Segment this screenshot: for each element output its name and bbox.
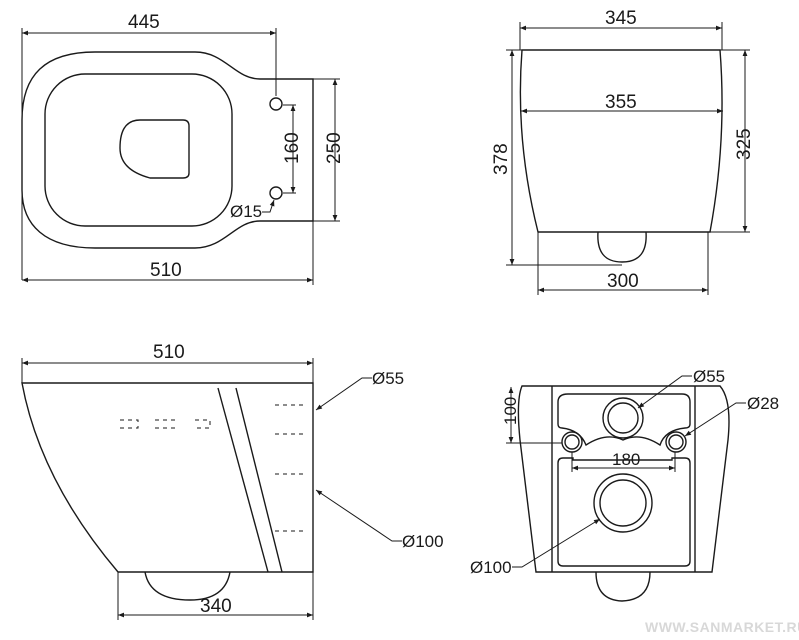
front-view-outline	[519, 49, 723, 233]
front-view-bowl-bottom	[597, 231, 647, 263]
leader-line	[315, 489, 402, 542]
top-view-bowl-rim	[44, 73, 233, 227]
dim-inlet-diameter: Ø55	[372, 369, 404, 388]
rear-view-lower-recess	[557, 457, 691, 567]
rear-view-outline	[517, 385, 730, 573]
side-view-seam	[235, 387, 283, 573]
side-view-bowl-bottom	[144, 571, 231, 601]
dim-250: 250	[324, 132, 345, 164]
outlet-hole-inner	[599, 479, 647, 527]
dim-160: 160	[282, 132, 303, 164]
outlet-hole-icon	[593, 473, 653, 533]
top-view-bowl-opening	[119, 119, 190, 179]
leader-line	[315, 377, 372, 411]
bolt-hole-inner	[668, 434, 684, 450]
dim-outlet-diameter: Ø100	[470, 558, 512, 577]
leader-line	[684, 402, 746, 437]
dim-bolt-diameter: Ø28	[747, 394, 779, 413]
rear-view-bowl-bottom	[595, 571, 651, 602]
rear-view-upper-recess	[557, 393, 691, 447]
dim-345: 345	[605, 8, 637, 29]
side-view-outline	[21, 382, 314, 573]
mount-hole-icon	[269, 97, 283, 111]
inlet-hole-icon	[602, 397, 644, 439]
dim-378: 378	[491, 143, 512, 175]
inlet-hole-inner	[607, 402, 639, 434]
dim-300: 300	[607, 271, 639, 292]
dim-355: 355	[605, 92, 637, 113]
leader-line	[512, 518, 601, 568]
leader-line	[262, 199, 275, 213]
dim-hole-diameter: Ø15	[230, 202, 262, 221]
rear-view: 100 180 Ø55 Ø28 Ø100	[470, 367, 779, 602]
watermark: WWW.SANMARKET.RU	[645, 619, 799, 635]
hidden-lines	[275, 404, 306, 532]
side-view: 510 340 Ø55 Ø100	[21, 342, 444, 620]
front-view: 345 355 378 325 300	[491, 8, 755, 295]
dim-inlet-diameter: Ø55	[693, 367, 725, 386]
leader-line	[637, 375, 692, 409]
dim-340: 340	[200, 596, 232, 617]
dim-325: 325	[734, 128, 755, 160]
hidden-lines	[120, 419, 211, 429]
dim-510: 510	[150, 260, 182, 281]
dim-100: 100	[501, 397, 520, 425]
side-view-seam	[217, 387, 269, 573]
dim-510: 510	[153, 342, 185, 363]
dim-outlet-diameter: Ø100	[402, 532, 444, 551]
dim-445: 445	[128, 12, 160, 33]
mount-hole-icon	[269, 186, 283, 200]
top-view: 445 510 160 250 Ø15	[21, 12, 345, 285]
dim-180: 180	[612, 450, 640, 469]
top-view-outline	[21, 51, 314, 249]
bolt-hole-inner	[564, 434, 580, 450]
bolt-hole-icon	[665, 431, 687, 453]
